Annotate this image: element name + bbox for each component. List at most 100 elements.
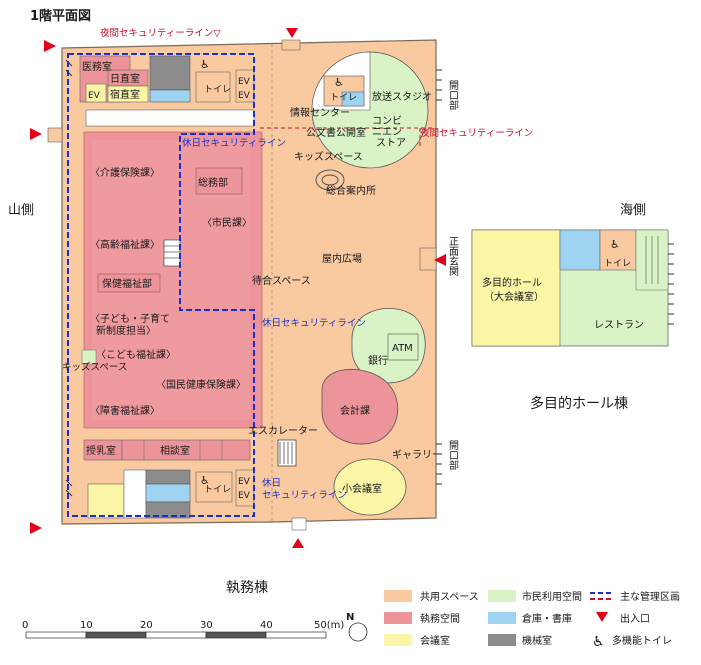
hall-meeting bbox=[471, 229, 561, 347]
machine-room-bottom bbox=[145, 469, 191, 485]
legend-label-entrance: 出入口 bbox=[620, 612, 650, 625]
label-public-docs: 公文書公開室 bbox=[306, 126, 366, 139]
small-meeting-room bbox=[333, 458, 407, 516]
ev-box-top-left bbox=[85, 83, 107, 103]
health-welfare-box bbox=[97, 273, 161, 293]
label-general-affairs: 総務部 bbox=[198, 176, 228, 189]
wheelchair-icon: ♿ bbox=[334, 76, 344, 89]
label-hall-1: 多目的ホール bbox=[482, 276, 542, 289]
machine-room-bottom-2 bbox=[145, 501, 191, 519]
label-convenience-2: ニエン bbox=[372, 127, 402, 138]
label-holiday-security-1: 休日セキュリティライン bbox=[182, 137, 286, 149]
legend-label-meeting: 会議室 bbox=[420, 634, 450, 647]
label-citizens: 〈市民課〉 bbox=[202, 216, 252, 229]
wheelchair-icon: ♿ bbox=[592, 634, 605, 650]
label-convenience-1: コンビ bbox=[372, 115, 402, 127]
label-ev-1: EV bbox=[88, 91, 101, 101]
toilet-top bbox=[195, 71, 231, 103]
wheelchair-icon: ♿ bbox=[200, 474, 210, 487]
label-night-security-right: 夜間セキュリティーライン bbox=[420, 127, 533, 139]
hall-storage bbox=[559, 229, 601, 271]
label-ev-5: EV bbox=[238, 491, 251, 501]
wheelchair-icon: ♿ bbox=[610, 238, 620, 251]
scale-tick-10: 10 bbox=[80, 620, 93, 631]
label-nursing: 授乳室 bbox=[86, 444, 116, 457]
label-info-center: 情報センター bbox=[290, 106, 350, 119]
label-elderly-welfare: 〈高齢福祉課〉 bbox=[90, 238, 160, 251]
consultation-dividers bbox=[143, 440, 223, 460]
consultation-rooms bbox=[121, 439, 251, 461]
label-care-insurance: 〈介護保険課〉 bbox=[90, 166, 160, 179]
label-child-support-1: 〈子ども・子育て bbox=[90, 312, 170, 325]
label-ev-3: EV bbox=[238, 91, 251, 101]
storage-top bbox=[149, 89, 191, 103]
label-main-building: 執務棟 bbox=[226, 580, 268, 596]
label-night-duty: 宿直室 bbox=[110, 88, 140, 101]
label-broadcast: 放送スタジオ bbox=[372, 90, 432, 103]
escalator bbox=[277, 439, 297, 467]
entry-box-right bbox=[419, 247, 437, 271]
label-opening-1: 開口部 bbox=[447, 80, 459, 111]
night-security-line bbox=[260, 127, 434, 146]
storage-bottom bbox=[145, 483, 191, 503]
label-consultation: 相談室 bbox=[160, 444, 190, 457]
label-ev-4: EV bbox=[238, 477, 251, 487]
label-escalator: エスカレーター bbox=[248, 425, 318, 437]
label-kids-space-left: キッズスペース bbox=[62, 361, 127, 373]
entry-box-top bbox=[281, 39, 301, 51]
scale-tick-20: 20 bbox=[140, 620, 153, 631]
legend-label-accessible-toilet: 多機能トイレ bbox=[612, 634, 672, 647]
corridor-bar-top bbox=[85, 109, 255, 127]
atm-box bbox=[387, 333, 419, 361]
label-night-security-top: 夜間セキュリティーライン▽ bbox=[100, 27, 221, 39]
label-holiday-security-2: 休日セキュリティライン bbox=[262, 317, 366, 329]
entrance-markers bbox=[30, 28, 446, 548]
legend-swatch-storage bbox=[488, 612, 516, 624]
label-toilet-1: トイレ bbox=[204, 85, 231, 95]
label-mountain-side: 山側 bbox=[8, 203, 34, 218]
label-child-welfare: 〈こども福祉課〉 bbox=[96, 348, 176, 361]
label-hall-building: 多目的ホール棟 bbox=[530, 395, 628, 412]
compass-label: N bbox=[346, 612, 354, 623]
info-desk-swirl bbox=[315, 169, 345, 191]
label-medical: 医務室 bbox=[82, 60, 112, 73]
label-disability-welfare: 〈障害福祉課〉 bbox=[90, 404, 160, 417]
legend: 共用スペース 市民利用空間 主な管理区画 執務空間 倉庫・書庫 出入口 会議室 … bbox=[384, 590, 680, 650]
scale-tick-30: 30 bbox=[200, 620, 213, 631]
label-atm: ATM bbox=[392, 343, 413, 354]
holiday-security-line-main bbox=[67, 53, 255, 517]
storage-circle bbox=[341, 91, 365, 107]
accessible-toilet-icons: ♿ ♿ ♿ ♿ bbox=[200, 58, 620, 487]
label-waiting: 待合スペース bbox=[252, 274, 311, 287]
legend-label-office: 執務空間 bbox=[420, 612, 460, 625]
label-gallery: ギャラリー bbox=[392, 449, 442, 461]
label-duty: 日直室 bbox=[110, 72, 140, 85]
label-sea-side: 海側 bbox=[620, 203, 646, 218]
legend-swatch-office bbox=[384, 612, 412, 624]
legend-swatch-machine bbox=[488, 634, 516, 646]
kids-space-left bbox=[81, 349, 97, 365]
wheelchair-icon: ♿ bbox=[200, 58, 210, 71]
meeting-bottom bbox=[87, 483, 125, 519]
stairs-office bbox=[163, 239, 181, 267]
legend-label-machine: 機械室 bbox=[522, 634, 552, 647]
label-toilet-3: トイレ bbox=[330, 93, 357, 103]
legend-swatch-civic bbox=[488, 590, 516, 602]
legend-swatch-meeting bbox=[384, 634, 412, 646]
label-child-support-2: 新制度担当〉 bbox=[96, 324, 156, 337]
scale-tick-0: 0 bbox=[22, 620, 28, 631]
label-indoor-plaza: 屋内広場 bbox=[322, 252, 362, 265]
label-health-insurance: 〈国民健康保険課〉 bbox=[156, 378, 246, 391]
entry-box-left bbox=[47, 127, 63, 143]
general-affairs-area bbox=[195, 167, 243, 195]
label-ev-2: EV bbox=[238, 77, 251, 87]
label-holiday-security-3a: 休日 bbox=[262, 477, 281, 489]
scale-tick-50: 50(m) bbox=[314, 620, 344, 631]
legend-label-storage: 倉庫・書庫 bbox=[522, 612, 572, 625]
label-restaurant: レストラン bbox=[594, 319, 644, 331]
legend-label-shared: 共用スペース bbox=[420, 591, 479, 603]
legend-swatch-security bbox=[590, 592, 614, 600]
legend-swatch-shared bbox=[384, 590, 412, 602]
label-main-entrance: 正面玄関 bbox=[447, 236, 459, 277]
